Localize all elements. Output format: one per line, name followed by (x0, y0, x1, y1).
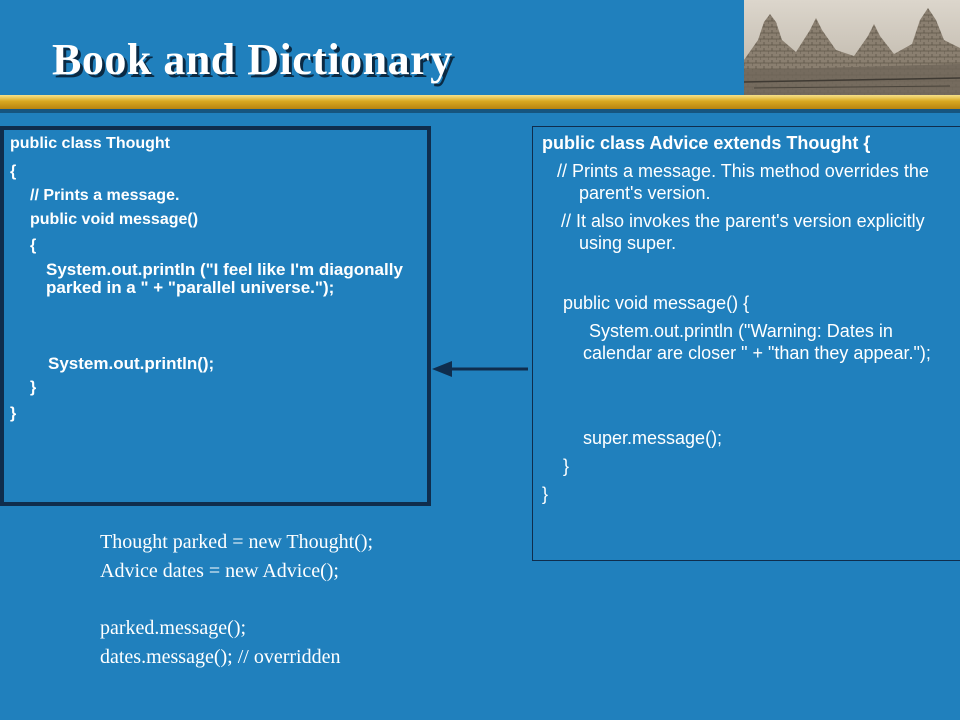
code-line: // Prints a message. This method overrid… (557, 161, 929, 203)
code-line: public class Advice extends Thought { (542, 133, 871, 153)
left-arrow-icon (432, 361, 528, 377)
code-line: System.out.println ("Warning: Dates in c… (583, 321, 931, 363)
header-divider-shadow (0, 109, 960, 113)
code-line: System.out.println ("I feel like I'm dia… (46, 260, 403, 297)
code-line: // Prints a message. (30, 187, 180, 204)
code-line: } (542, 484, 549, 504)
slide-title: Book and Dictionary (52, 35, 453, 84)
code-line: { (30, 237, 37, 254)
code-line: public void message() (30, 211, 199, 228)
usage-line: dates.message(); // overridden (100, 646, 341, 668)
advice-class-box: public class Advice extends Thought { //… (532, 126, 960, 561)
usage-line: Advice dates = new Advice(); (100, 560, 339, 582)
code-line: super.message(); (583, 428, 723, 448)
temple-photo-icon (744, 0, 960, 96)
code-line: { (10, 163, 17, 180)
code-line: } (30, 379, 37, 396)
code-line: public class Thought (10, 135, 171, 152)
header-photo (744, 0, 960, 96)
usage-line: Thought parked = new Thought(); (100, 531, 374, 553)
thought-class-box: public class Thought { // Prints a messa… (0, 126, 431, 506)
code-line: } (563, 456, 570, 476)
header-divider-bar (0, 95, 960, 109)
code-line: System.out.println(); (48, 354, 215, 373)
usage-line: parked.message(); (100, 617, 247, 639)
code-line: public void message() { (563, 293, 750, 313)
code-line: // It also invokes the parent's version … (561, 211, 925, 253)
code-line: } (10, 405, 17, 422)
